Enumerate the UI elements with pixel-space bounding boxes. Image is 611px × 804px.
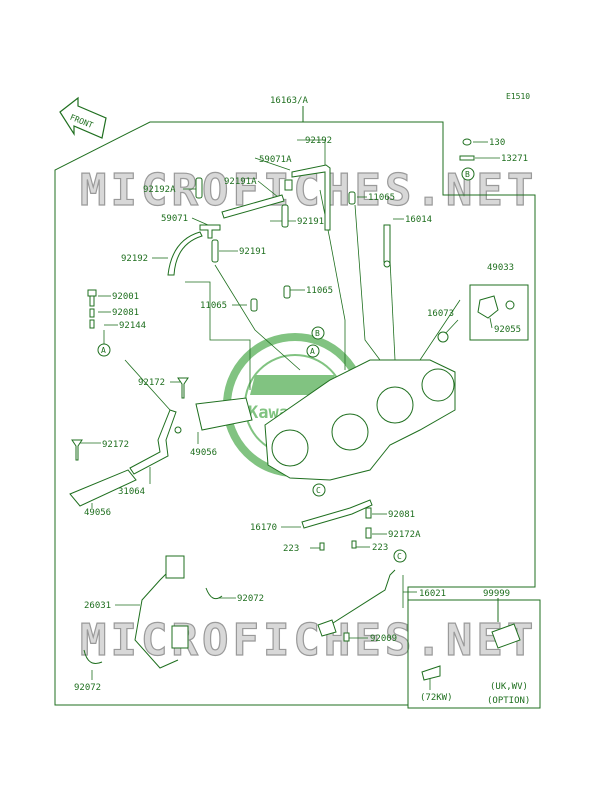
label-92192-left: 92192 bbox=[121, 254, 148, 264]
callout-a-body: A bbox=[310, 347, 315, 356]
cap-11065-b bbox=[283, 285, 291, 299]
label-92172-a: 92172 bbox=[138, 378, 165, 388]
label-72kw: (72KW) bbox=[420, 693, 453, 703]
harness-26031 bbox=[134, 567, 179, 669]
label-ukwv: (UK,WV) bbox=[490, 682, 528, 692]
bore-4 bbox=[421, 368, 455, 402]
cable-16021 bbox=[321, 569, 396, 631]
label-92072-a: 92072 bbox=[237, 594, 264, 604]
label-223-a: 223 bbox=[283, 544, 299, 554]
washer-92144 bbox=[89, 319, 95, 329]
callout-b-body: B bbox=[315, 329, 320, 338]
spring-92081-a bbox=[89, 308, 95, 318]
bore-3 bbox=[376, 386, 414, 424]
part-drawings bbox=[69, 138, 521, 681]
oring-16073 bbox=[437, 331, 449, 343]
clamp-92072-b bbox=[83, 649, 103, 664]
bore-1 bbox=[271, 429, 309, 467]
label-option: (OPTION) bbox=[487, 696, 530, 706]
callout-b-top: B bbox=[465, 170, 470, 179]
front-arrow-icon: FRONT bbox=[59, 96, 107, 139]
label-92192A: 92192A bbox=[143, 185, 176, 195]
label-59071: 59071 bbox=[161, 214, 188, 224]
label-13271: 13271 bbox=[501, 154, 528, 164]
label-16021: 16021 bbox=[419, 589, 446, 599]
label-92192-top: 92192 bbox=[305, 136, 332, 146]
injector-49056-b bbox=[69, 469, 137, 507]
screw-223-a bbox=[319, 542, 325, 551]
label-92191-b: 92191 bbox=[239, 247, 266, 257]
screw-16014 bbox=[383, 224, 391, 263]
label-92191-a: 92191 bbox=[297, 217, 324, 227]
bolt-130 bbox=[462, 138, 472, 146]
callout-a-left: A bbox=[101, 346, 106, 355]
sensor-49033 bbox=[477, 295, 499, 319]
assembly-outline bbox=[54, 106, 541, 709]
page-code: E1510 bbox=[506, 92, 530, 101]
label-92172A: 92172A bbox=[388, 530, 421, 540]
label-49033: 49033 bbox=[487, 263, 514, 273]
label-92001: 92001 bbox=[112, 292, 139, 302]
hose-92192-left bbox=[167, 231, 203, 276]
screw-223-b bbox=[351, 540, 357, 549]
label-92191A: 92191A bbox=[224, 177, 257, 187]
clamp-92072-a bbox=[205, 587, 223, 600]
hose-92192-top bbox=[291, 164, 331, 231]
linkage-16170 bbox=[301, 499, 373, 529]
label-92081-b: 92081 bbox=[388, 510, 415, 520]
fitting-59071 bbox=[199, 224, 221, 239]
screw-92009 bbox=[343, 632, 350, 642]
injector-49056-a bbox=[195, 397, 253, 431]
label-92009: 92009 bbox=[370, 634, 397, 644]
bore-2 bbox=[331, 413, 369, 451]
label-11065-a: 11065 bbox=[368, 193, 395, 203]
option-connector bbox=[491, 623, 521, 649]
watermark-bottom: MICROFICHES.NET bbox=[80, 615, 537, 666]
screw-92172-b bbox=[71, 439, 83, 461]
pipe-31064 bbox=[129, 409, 177, 475]
hose-92191-b bbox=[211, 239, 219, 263]
label-16170: 16170 bbox=[250, 523, 277, 533]
label-11065-b: 11065 bbox=[306, 286, 333, 296]
label-16014: 16014 bbox=[405, 215, 432, 225]
hose-92191A bbox=[221, 194, 285, 219]
screw-92172A bbox=[365, 527, 372, 539]
hose-92191-a bbox=[281, 204, 289, 228]
label-92081-a: 92081 bbox=[112, 308, 139, 318]
bracket-13271 bbox=[459, 155, 475, 161]
callouts: B A B A C C bbox=[97, 167, 475, 563]
label-92172-b: 92172 bbox=[102, 440, 129, 450]
spring-92081-b bbox=[365, 507, 372, 519]
label-99999: 99999 bbox=[483, 589, 510, 599]
label-26031: 26031 bbox=[84, 601, 111, 611]
fitting-59071A bbox=[284, 179, 293, 191]
label-16073: 16073 bbox=[427, 309, 454, 319]
label-92072-b: 92072 bbox=[74, 683, 101, 693]
part-labels: 16163/A 92192 59071A 92191A 92192A 59071… bbox=[74, 96, 530, 706]
label-31064: 31064 bbox=[118, 487, 145, 497]
label-223-b: 223 bbox=[372, 543, 388, 553]
label-130: 130 bbox=[489, 138, 505, 148]
cap-11065-a bbox=[348, 191, 356, 205]
label-49056-b: 49056 bbox=[84, 508, 111, 518]
screw-92172-a bbox=[177, 377, 189, 399]
label-16163A: 16163/A bbox=[270, 96, 309, 106]
label-11065-c: 11065 bbox=[200, 301, 227, 311]
callout-c-cable: C bbox=[397, 552, 402, 561]
label-92144: 92144 bbox=[119, 321, 146, 331]
label-49056-a: 49056 bbox=[190, 448, 217, 458]
label-92055: 92055 bbox=[494, 325, 521, 335]
callout-c-body: C bbox=[316, 486, 321, 495]
cap-11065-c bbox=[250, 298, 258, 312]
label-59071A: 59071A bbox=[259, 155, 292, 165]
screw-92001 bbox=[87, 289, 97, 307]
hose-92192A bbox=[195, 177, 203, 199]
